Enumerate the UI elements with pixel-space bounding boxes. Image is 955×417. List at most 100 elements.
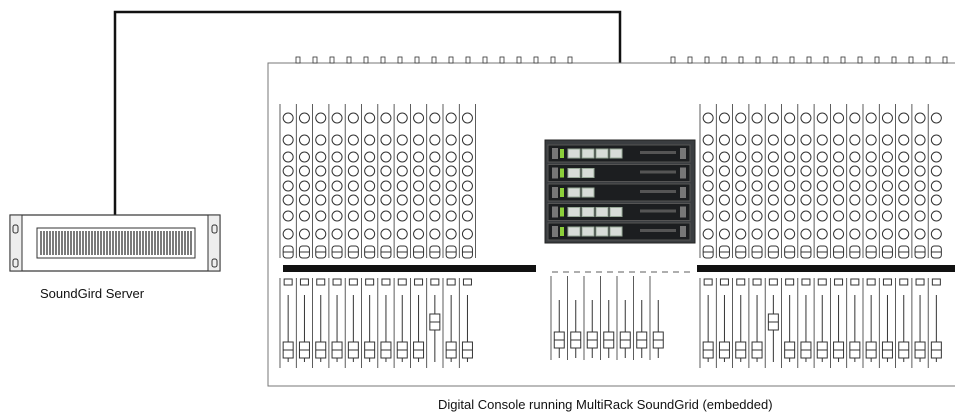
- knob: [833, 165, 845, 177]
- knob: [396, 151, 408, 163]
- knob: [413, 180, 425, 192]
- knob: [429, 151, 441, 163]
- rack-port: [609, 226, 623, 237]
- knob: [282, 165, 294, 177]
- knob: [767, 194, 779, 206]
- rack-unit-handle: [680, 148, 686, 159]
- rack-unit-led: [560, 207, 564, 217]
- knob: [735, 151, 747, 163]
- console-stud: [465, 56, 471, 64]
- console-stud: [346, 56, 352, 64]
- select-button: [768, 278, 778, 286]
- knob: [816, 210, 828, 222]
- rack-unit-handle: [680, 206, 686, 218]
- knob: [930, 134, 942, 146]
- knob: [800, 165, 812, 177]
- knob: [930, 228, 942, 240]
- knob: [849, 180, 861, 192]
- rack-port: [581, 148, 595, 159]
- knob: [347, 210, 359, 222]
- knob: [718, 134, 730, 146]
- server-label: SoundGird Server: [40, 286, 145, 301]
- select-button: [785, 278, 795, 286]
- knob: [735, 210, 747, 222]
- knob: [833, 134, 845, 146]
- console-stud: [431, 56, 437, 64]
- knob: [445, 228, 457, 240]
- rack-port: [595, 226, 609, 237]
- select-button: [365, 278, 375, 286]
- knob: [315, 228, 327, 240]
- knob: [445, 112, 457, 124]
- knob: [816, 151, 828, 163]
- knob: [445, 180, 457, 192]
- knob: [865, 180, 877, 192]
- knob: [849, 228, 861, 240]
- knob: [461, 228, 473, 240]
- knob: [865, 210, 877, 222]
- knob: [784, 228, 796, 240]
- console-stud: [755, 56, 761, 64]
- select-button: [446, 278, 456, 286]
- rack-port: [581, 207, 595, 217]
- knob: [702, 228, 714, 240]
- knob: [445, 134, 457, 146]
- knob: [800, 228, 812, 240]
- knob: [347, 194, 359, 206]
- knob: [816, 180, 828, 192]
- knob: [364, 134, 376, 146]
- knob: [396, 112, 408, 124]
- select-button: [866, 278, 876, 286]
- knob: [298, 180, 310, 192]
- select-button: [882, 278, 892, 286]
- knob: [881, 180, 893, 192]
- multirack-units-icon: [544, 139, 696, 244]
- meter-bar-left: [283, 265, 536, 272]
- console-stud: [874, 56, 880, 64]
- knob: [800, 194, 812, 206]
- knob: [364, 165, 376, 177]
- knob: [735, 194, 747, 206]
- knob: [718, 194, 730, 206]
- select-button: [801, 278, 811, 286]
- select-button: [414, 278, 424, 286]
- knob: [364, 210, 376, 222]
- knob: [429, 112, 441, 124]
- rack-port: [595, 207, 609, 217]
- knob: [751, 112, 763, 124]
- select-button: [316, 278, 326, 286]
- rack-port: [595, 148, 609, 159]
- knob: [331, 180, 343, 192]
- knob: [429, 180, 441, 192]
- knob: [396, 228, 408, 240]
- knob: [881, 210, 893, 222]
- knob: [413, 210, 425, 222]
- knob: [429, 228, 441, 240]
- knob: [881, 228, 893, 240]
- knob: [347, 165, 359, 177]
- knob: [282, 134, 294, 146]
- knob: [849, 151, 861, 163]
- knob: [298, 165, 310, 177]
- rack-port: [581, 187, 595, 198]
- select-button: [332, 278, 342, 286]
- knob: [282, 228, 294, 240]
- knob: [364, 112, 376, 124]
- knob: [816, 134, 828, 146]
- knob: [364, 194, 376, 206]
- knob: [833, 151, 845, 163]
- knob: [461, 151, 473, 163]
- knob: [380, 134, 392, 146]
- select-button: [397, 278, 407, 286]
- knob: [784, 151, 796, 163]
- knob: [718, 210, 730, 222]
- knob: [881, 112, 893, 124]
- knob: [800, 151, 812, 163]
- console-stud: [738, 56, 744, 64]
- knob: [816, 194, 828, 206]
- knob: [767, 210, 779, 222]
- console-stud: [721, 56, 727, 64]
- knob: [767, 228, 779, 240]
- rack-unit-led: [560, 168, 564, 178]
- knob: [282, 151, 294, 163]
